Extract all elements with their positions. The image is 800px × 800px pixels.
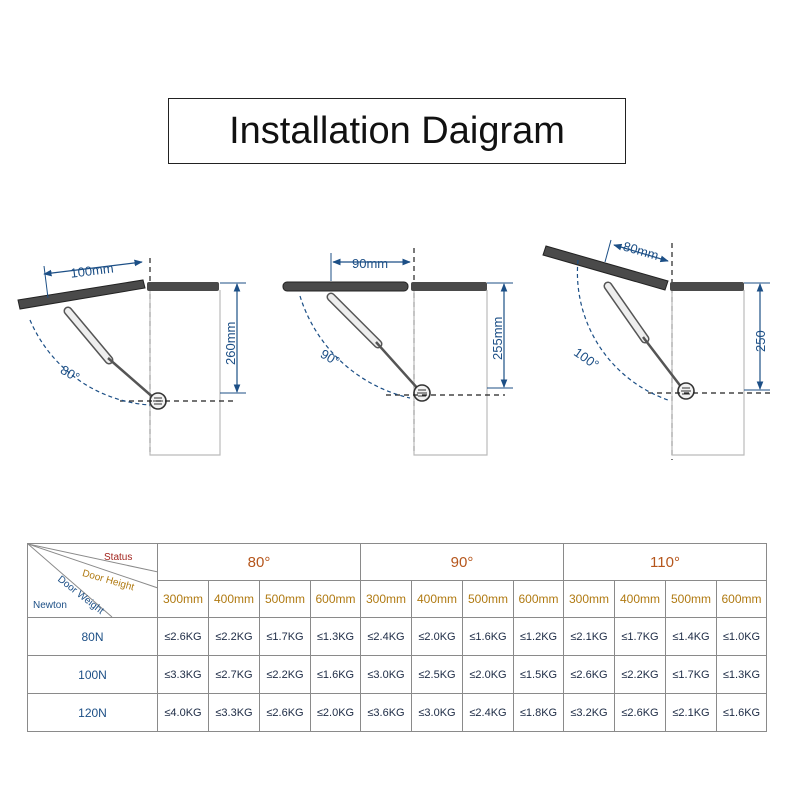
door-height-header: 600mm xyxy=(513,580,564,618)
door-panel xyxy=(282,281,409,292)
height-label: 250 xyxy=(753,330,768,352)
weight-cell: ≤1.6KG xyxy=(716,693,767,732)
table-row: 120N ≤4.0KG ≤3.3KG ≤2.6KG ≤2.0KG ≤3.6KG … xyxy=(27,693,767,732)
weight-cell: ≤2.0KG xyxy=(462,655,514,694)
weight-cell: ≤2.2KG xyxy=(259,655,311,694)
weight-cell: ≤2.0KG xyxy=(310,693,361,732)
newton-row-label: 120N xyxy=(27,693,158,732)
cabinet-top-panel xyxy=(147,282,219,291)
angle-label: 90° xyxy=(318,346,343,369)
weight-cell: ≤2.6KG xyxy=(157,617,209,656)
door-panel xyxy=(17,279,146,310)
door-height-header: 500mm xyxy=(259,580,311,618)
weight-cell: ≤2.5KG xyxy=(411,655,463,694)
corner-newton-label: Newton xyxy=(33,600,67,611)
table-row: 80N ≤2.6KG ≤2.2KG ≤1.7KG ≤1.3KG ≤2.4KG ≤… xyxy=(27,617,767,656)
door-panel xyxy=(542,245,669,291)
width-dimension xyxy=(43,259,143,277)
weight-cell: ≤1.6KG xyxy=(310,655,361,694)
weight-cell: ≤1.4KG xyxy=(665,617,717,656)
angle-header-110: 110° xyxy=(563,543,767,581)
angle-header-90: 90° xyxy=(360,543,564,581)
door-height-header: 600mm xyxy=(716,580,767,618)
gas-spring-spec-table: Status Door Height Door Weight Newton 80… xyxy=(27,543,767,732)
cabinet-outline xyxy=(671,290,745,456)
door-height-header: 400mm xyxy=(208,580,260,618)
door-height-header: 300mm xyxy=(360,580,412,618)
piston-rod xyxy=(642,336,683,389)
newton-row-label: 80N xyxy=(27,617,158,656)
door-height-header: 300mm xyxy=(563,580,615,618)
weight-cell: ≤2.1KG xyxy=(665,693,717,732)
diagram-title: Installation Daigram xyxy=(229,109,565,152)
weight-cell: ≤3.3KG xyxy=(208,693,260,732)
weight-cell: ≤1.3KG xyxy=(310,617,361,656)
cabinet-outline xyxy=(149,290,221,456)
diagram-90: 90° 90mm 255mm xyxy=(282,248,513,456)
weight-cell: ≤1.7KG xyxy=(665,655,717,694)
door-height-header: 500mm xyxy=(462,580,514,618)
title-box: Installation Daigram xyxy=(168,98,626,164)
weight-cell: ≤1.2KG xyxy=(513,617,564,656)
weight-cell: ≤4.0KG xyxy=(157,693,209,732)
diagram-80: 80° 100mm 260mm xyxy=(17,258,246,456)
diagram-100: 100° 80mm 250 xyxy=(542,239,770,460)
weight-cell: ≤1.8KG xyxy=(513,693,564,732)
weight-cell: ≤3.2KG xyxy=(563,693,615,732)
swing-arc xyxy=(29,319,151,406)
angle-label: 80° xyxy=(58,362,83,385)
height-label: 255mm xyxy=(490,317,505,360)
weight-cell: ≤2.4KG xyxy=(462,693,514,732)
weight-cell: ≤1.0KG xyxy=(716,617,767,656)
piston-rod xyxy=(107,357,156,400)
width-label: 100mm xyxy=(70,261,115,281)
weight-cell: ≤2.4KG xyxy=(360,617,412,656)
corner-status-label: Status xyxy=(104,552,133,563)
weight-cell: ≤2.6KG xyxy=(563,655,615,694)
cabinet-top-panel xyxy=(411,282,487,291)
swing-arc xyxy=(576,259,669,401)
weight-cell: ≤3.6KG xyxy=(360,693,412,732)
door-height-header: 400mm xyxy=(411,580,463,618)
weight-cell: ≤3.0KG xyxy=(360,655,412,694)
door-height-header: 600mm xyxy=(310,580,361,618)
door-height-header: 500mm xyxy=(665,580,717,618)
piston-mount-icon xyxy=(677,382,695,400)
piston-mount-icon xyxy=(413,384,431,402)
weight-cell: ≤2.2KG xyxy=(208,617,260,656)
weight-cell: ≤2.1KG xyxy=(563,617,615,656)
width-label: 90mm xyxy=(352,256,388,271)
table-row: 100N ≤3.3KG ≤2.7KG ≤2.2KG ≤1.6KG ≤3.0KG … xyxy=(27,655,767,694)
newton-row-label: 100N xyxy=(27,655,158,694)
weight-cell: ≤2.6KG xyxy=(259,693,311,732)
width-label: 80mm xyxy=(621,239,660,263)
weight-cell: ≤2.7KG xyxy=(208,655,260,694)
weight-cell: ≤2.0KG xyxy=(411,617,463,656)
weight-cell: ≤1.6KG xyxy=(462,617,514,656)
installation-diagrams: 80° 100mm 260mm 90° 90mm 255mm xyxy=(17,239,770,460)
door-height-header: 400mm xyxy=(614,580,666,618)
door-height-header: 300mm xyxy=(157,580,209,618)
cabinet-outline xyxy=(413,290,488,456)
height-label: 260mm xyxy=(223,322,238,365)
table-corner-header: Status Door Height Door Weight Newton xyxy=(27,543,158,618)
weight-cell: ≤2.2KG xyxy=(614,655,666,694)
swing-arc xyxy=(299,295,411,399)
weight-cell: ≤1.7KG xyxy=(614,617,666,656)
weight-cell: ≤1.7KG xyxy=(259,617,311,656)
weight-cell: ≤3.3KG xyxy=(157,655,209,694)
cabinet-top-panel xyxy=(670,282,744,291)
weight-cell: ≤2.6KG xyxy=(614,693,666,732)
angle-header-80: 80° xyxy=(157,543,361,581)
angle-label: 100° xyxy=(571,345,602,373)
width-dimension xyxy=(613,243,669,263)
piston-rod xyxy=(375,341,420,391)
weight-cell: ≤1.5KG xyxy=(513,655,564,694)
weight-cell: ≤1.3KG xyxy=(716,655,767,694)
weight-cell: ≤3.0KG xyxy=(411,693,463,732)
